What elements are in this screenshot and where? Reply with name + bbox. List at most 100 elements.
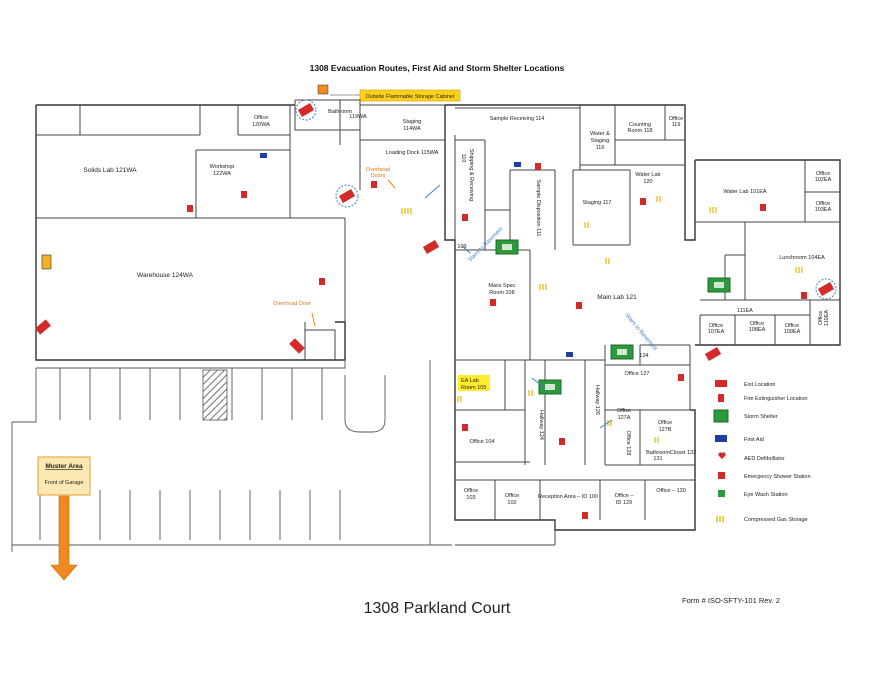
legend-gas-icon (716, 516, 724, 522)
exit-sign-icon (297, 103, 315, 117)
extinguisher-icon (582, 512, 588, 519)
room-warehouse-label: Warehouse 124WA (137, 272, 194, 279)
legend-storm-shelter-label: Storm Shelter (744, 414, 778, 420)
room-counting-number: Room 118 (628, 128, 653, 134)
room-office-127a-label: Office (617, 408, 631, 414)
parking-lot (11, 360, 452, 552)
hazard-sign-icon (41, 254, 52, 270)
room-office-110ea-number: 110EA (824, 310, 830, 326)
legend-first-aid-icon (715, 435, 727, 442)
muster-area-title: Muster Area (45, 463, 83, 470)
muster-area-box (37, 456, 91, 496)
room-staging-114wa-number: 114WA (403, 126, 421, 132)
extinguisher-icon (760, 204, 766, 211)
room-office-107ea-label: Office (709, 323, 723, 329)
west-building (35, 99, 446, 361)
overhead-door-arrows (311, 179, 396, 327)
hallway-124-label: Hallway 124 (538, 410, 544, 440)
room-reception-label: Reception Area – ID 100 (538, 494, 598, 500)
room-ea-lab-number: Room 105 (461, 385, 486, 391)
extinguisher-icon (801, 292, 807, 299)
room-bath-119wa-label: 119WA (349, 114, 367, 120)
room-office-110ea-label: Office (818, 311, 824, 325)
room-water-staging-label-b: Staging (591, 138, 610, 144)
room-shipping-number: 110 (460, 154, 466, 163)
overhead-door-label: Overhead Door (273, 301, 311, 307)
exit-markers (35, 103, 835, 361)
extinguisher-icon (241, 191, 247, 198)
room-office-102ea-label: Office (816, 171, 830, 177)
legend-storm-shelter-icon (713, 409, 729, 423)
room-water-lab-120-label: Water Lab (635, 172, 660, 178)
room-office-127b-number: 127B (659, 427, 672, 433)
room-office-127-label: Office 127 (625, 371, 650, 377)
legend-shower-icon (718, 472, 725, 479)
legend-extinguisher-icon (718, 394, 724, 402)
exit-circles (295, 99, 837, 300)
first-aid-icon (260, 153, 267, 158)
room-office-102-number: 102 (507, 500, 516, 506)
exit-sign-icon (817, 282, 835, 296)
muster-arrow-icon (50, 495, 78, 581)
muster-area-subtitle: Front of Garage (45, 480, 84, 486)
evacuation-route-arrows (424, 184, 613, 429)
legend-extinguisher-label: Fire Extinguisher Location (744, 396, 808, 402)
room-closet-132-label: Closet 132 (670, 450, 696, 456)
room-office-108ea-label: Office (750, 321, 764, 327)
legend-gas-label: Compressed Gas Storage (744, 517, 808, 523)
extinguisher-icon (490, 299, 496, 306)
room-office-109ea-number: 109EA (784, 329, 801, 335)
flammable-cabinet-icon (317, 84, 329, 95)
hallway-126-label: Hallway 126 (594, 385, 600, 415)
extinguisher-icon (319, 278, 325, 285)
room-134-label: 134 (639, 353, 648, 359)
extinguisher-icon (576, 302, 582, 309)
exit-sign-icon (422, 240, 440, 254)
first-aid-icon (566, 352, 573, 357)
extinguisher-icon (640, 198, 646, 205)
room-office-127a-number: 127A (618, 415, 631, 421)
legend-eyewash-label: Eye Wash Station (744, 492, 788, 498)
flammable-cabinet-label: Outside Flammable Storage Cabinet (366, 94, 455, 100)
legend-exit-icon (715, 380, 727, 387)
room-water-staging-label-c: 116 (596, 145, 605, 151)
extinguisher-icon (371, 181, 377, 188)
overhead-doors-label: Overhead (366, 167, 390, 173)
room-office-108ea-number: 108EA (749, 327, 766, 333)
fire-extinguisher-markers (187, 163, 807, 519)
first-aid-icon (514, 162, 521, 167)
room-office-103-label: Office (464, 488, 478, 494)
room-office-129-number: ID 129 (616, 500, 632, 506)
room-office-130-label: Office – 130 (656, 488, 686, 494)
form-number-label: Form # ISO-SFTY-101 Rev. 2 (682, 596, 780, 605)
room-mass-spec-number: Room 108 (489, 290, 514, 296)
room-office-127b-label: Office (658, 420, 672, 426)
room-shipping-label: Shipping & Receiving (468, 149, 474, 201)
room-office-103ea-label: Office (816, 201, 830, 207)
exit-sign-icon (338, 189, 356, 203)
address-label: 1308 Parkland Court (364, 600, 511, 617)
room-water-staging-label: Water & (590, 131, 610, 137)
room-office-128-label: Office 128 (625, 431, 631, 456)
room-water-lab-120-number: 120 (643, 179, 652, 185)
room-loading-dock-label: Loading Dock 115WA (386, 150, 439, 156)
room-ea-lab-label: EA Lab (461, 378, 479, 384)
room-office-104-label: Office 104 (470, 439, 495, 445)
extinguisher-icon (559, 438, 565, 445)
extinguisher-icon (678, 374, 684, 381)
legend: Exit Location Fire Extinguisher Location… (713, 380, 811, 523)
room-office-119-label: Office (669, 116, 683, 122)
legend-exit-label: Exit Location (744, 382, 776, 388)
ea-lab-highlight (458, 375, 490, 391)
extinguisher-icon (535, 163, 541, 170)
room-counting-label: Counting (629, 122, 651, 128)
room-staging-117-label: Staging 117 (583, 200, 612, 206)
room-bathroom-131-number: 131 (653, 456, 662, 462)
legend-aed-label: AED Defibrillator (744, 456, 785, 462)
legend-first-aid-label: First Aid (744, 437, 764, 443)
room-solids-lab-label: Solids Lab 121WA (83, 167, 137, 174)
room-main-lab-label: Main Lab 121 (597, 294, 637, 301)
exit-sign-icon (35, 319, 51, 335)
extinguisher-icon (187, 205, 193, 212)
room-sample-disposition-label: Sample Disposition 111 (535, 180, 541, 237)
